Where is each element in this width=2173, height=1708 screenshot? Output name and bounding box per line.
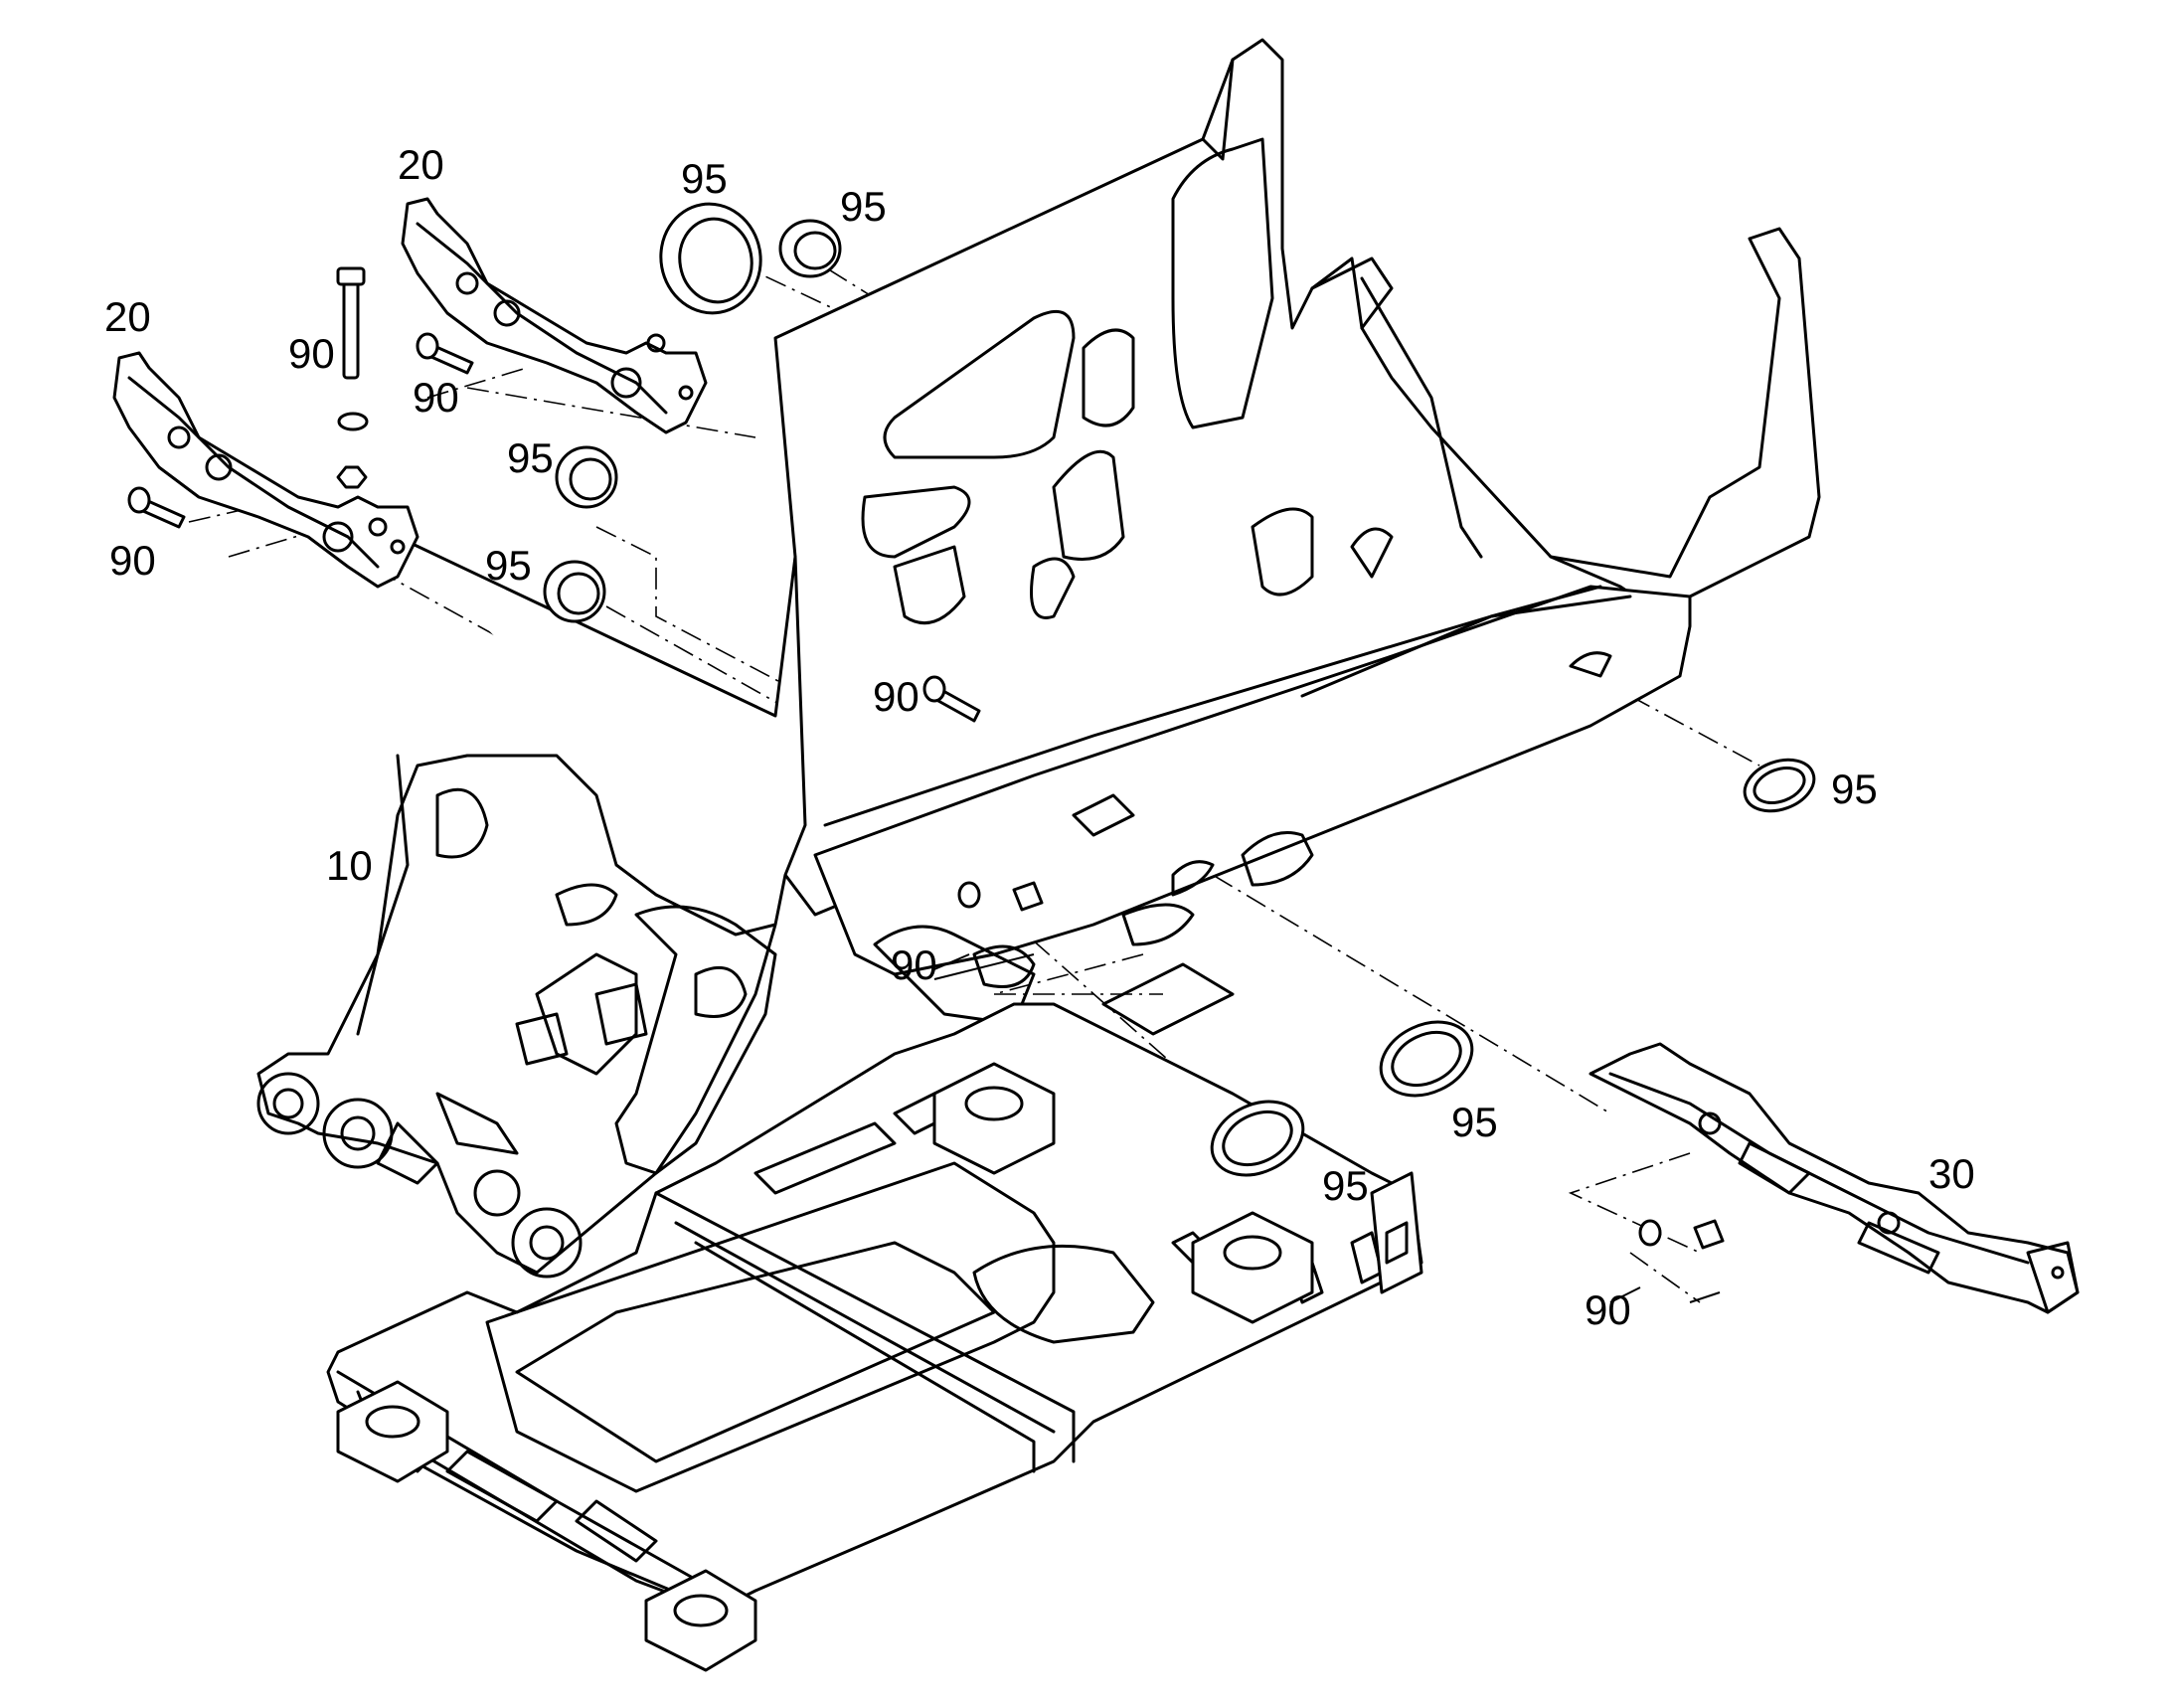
callout-fastener: 90 <box>891 941 937 988</box>
callout-seal: 95 <box>1322 1162 1369 1209</box>
callout-seal: 95 <box>507 434 554 481</box>
callout-seal: 95 <box>1451 1099 1498 1145</box>
callout-seal: 95 <box>1831 766 1878 812</box>
callout-fastener: 90 <box>109 537 156 584</box>
callout-seal: 95 <box>840 183 887 230</box>
callout-rail: 30 <box>1928 1150 1975 1197</box>
undercarriage-frame <box>326 1002 1423 1672</box>
callout-bracket-right: 20 <box>398 141 444 188</box>
rail-part <box>1588 1042 2080 1314</box>
callout-bracket-left: 20 <box>104 293 151 340</box>
callout-seal: 95 <box>485 542 532 589</box>
callouts: 10 20 20 30 90 90 90 90 90 90 95 95 95 9… <box>104 141 1975 1333</box>
leader-lines <box>933 953 1721 1303</box>
bracket-right <box>401 197 708 434</box>
seals <box>543 202 1816 1177</box>
bracket-left <box>112 351 419 589</box>
callout-fastener: 90 <box>1585 1286 1631 1333</box>
callout-fastener: 90 <box>873 673 919 720</box>
fasteners <box>127 266 1725 1250</box>
callout-seal: 95 <box>681 155 728 202</box>
callout-fastener: 90 <box>288 330 335 377</box>
callout-frame: 10 <box>326 842 373 889</box>
main-frame <box>256 38 1821 1279</box>
callout-fastener: 90 <box>413 374 459 421</box>
